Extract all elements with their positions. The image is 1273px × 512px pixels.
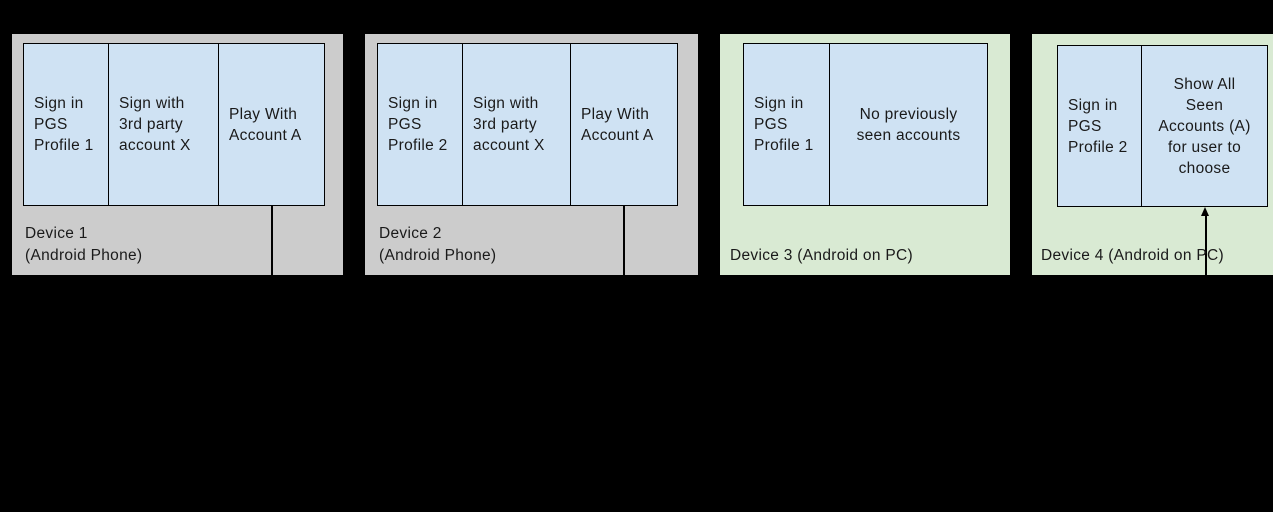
cell-text: Sign with 3rd party account X (119, 95, 191, 154)
device-1-cell-sign-in-pgs: Sign in PGS Profile 1 (24, 44, 108, 205)
device-2-label: Device 2 (Android Phone) (379, 225, 497, 264)
device-4-box: Sign in PGS Profile 2 Show All Seen Acco… (1032, 34, 1273, 275)
arrow-up-icon (1201, 207, 1209, 216)
cell-text: Show All Seen Accounts (A) for user to c… (1158, 75, 1251, 177)
cell-text: Sign in PGS Profile 2 (388, 95, 448, 154)
device-4-cell-sign-in-pgs: Sign in PGS Profile 2 (1058, 46, 1141, 206)
cell-text: Sign with 3rd party account X (473, 95, 545, 154)
device-3-label: Device 3 (Android on PC) (730, 247, 913, 264)
device-2-connector-line (623, 206, 625, 275)
cell-text: Sign in PGS Profile 1 (754, 95, 814, 154)
device-2-box: Sign in PGS Profile 2 Sign with 3rd part… (365, 34, 698, 275)
device-1-screen: Sign in PGS Profile 1 Sign with 3rd part… (23, 43, 325, 206)
device-1-connector-line (271, 206, 273, 275)
device-4-cell-show-all-seen: Show All Seen Accounts (A) for user to c… (1141, 46, 1267, 206)
cell-text: Play With Account A (581, 105, 654, 144)
device-2-cell-play-account: Play With Account A (570, 44, 677, 205)
device-4-connector-line (1205, 216, 1207, 275)
device-2-screen: Sign in PGS Profile 2 Sign with 3rd part… (377, 43, 678, 206)
device-3-box: Sign in PGS Profile 1 No previously seen… (720, 34, 1010, 275)
device-2-cell-third-party: Sign with 3rd party account X (462, 44, 570, 205)
cell-text: No previously seen accounts (856, 105, 961, 144)
device-1-cell-play-account: Play With Account A (218, 44, 324, 205)
cell-text: Play With Account A (229, 105, 302, 144)
device-3-cell-sign-in-pgs: Sign in PGS Profile 1 (744, 44, 829, 205)
device-1-label: Device 1 (Android Phone) (25, 225, 143, 264)
cell-text: Sign in PGS Profile 2 (1068, 96, 1128, 156)
cell-text: Sign in PGS Profile 1 (34, 95, 94, 154)
device-3-cell-no-seen-accounts: No previously seen accounts (829, 44, 987, 205)
device-4-screen: Sign in PGS Profile 2 Show All Seen Acco… (1057, 45, 1268, 207)
device-4-label: Device 4 (Android on PC) (1041, 247, 1224, 264)
device-1-cell-third-party: Sign with 3rd party account X (108, 44, 218, 205)
device-3-screen: Sign in PGS Profile 1 No previously seen… (743, 43, 988, 206)
device-2-cell-sign-in-pgs: Sign in PGS Profile 2 (378, 44, 462, 205)
device-1-box: Sign in PGS Profile 1 Sign with 3rd part… (12, 34, 343, 275)
